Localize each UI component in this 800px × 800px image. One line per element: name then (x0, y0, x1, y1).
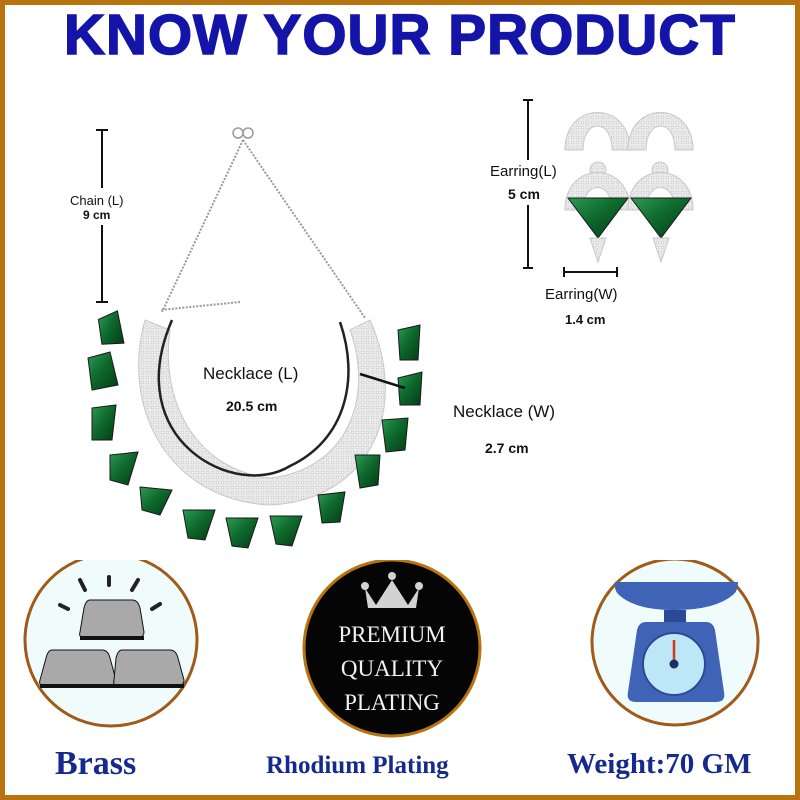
earring-length-label: Earring(L) (490, 163, 557, 180)
brass-caption: Brass (55, 745, 137, 782)
rhodium-caption: Rhodium Plating (266, 752, 449, 779)
plating-line: PLATING (344, 690, 440, 715)
necklace-length-label: Necklace (L) (203, 364, 299, 383)
quality-line: QUALITY (340, 656, 444, 681)
earring-right (627, 112, 694, 264)
necklace-length-arc (157, 319, 350, 477)
weight-caption: Weight:70 GM (567, 748, 752, 780)
weighing-scale-icon (614, 582, 738, 702)
chain-length-marker (96, 129, 108, 303)
necklace-width-value: 2.7 cm (485, 440, 529, 456)
necklace-width-label: Necklace (W) (453, 402, 556, 421)
necklace-chain (159, 139, 366, 319)
necklace-illustration (87, 99, 694, 549)
earring-length-value: 5 cm (508, 186, 540, 202)
earring-width-label: Earring(W) (545, 286, 618, 303)
earrings (564, 112, 694, 264)
premium-line: PREMIUM (338, 622, 446, 647)
earring-width-marker (563, 267, 618, 277)
earring-left (564, 112, 631, 264)
chain-length-value: 9 cm (83, 208, 111, 222)
necklace-length-value: 20.5 cm (226, 398, 278, 414)
premium-plating-badge (302, 560, 482, 738)
weight-badge (590, 560, 760, 727)
page-title: KNOW YOUR PRODUCT (63, 3, 736, 68)
brass-badge (23, 560, 199, 728)
premium-crown-icon (361, 572, 423, 608)
premium-plating-text: PREMIUM QUALITY PLATING (299, 618, 485, 720)
necklace-width-pointer (359, 372, 406, 390)
emerald-stones (87, 310, 423, 549)
chain-length-label: Chain (L) (70, 193, 124, 208)
metal-bars-icon (39, 575, 185, 688)
earring-length-marker (523, 99, 533, 269)
earring-width-value: 1.4 cm (565, 312, 606, 327)
